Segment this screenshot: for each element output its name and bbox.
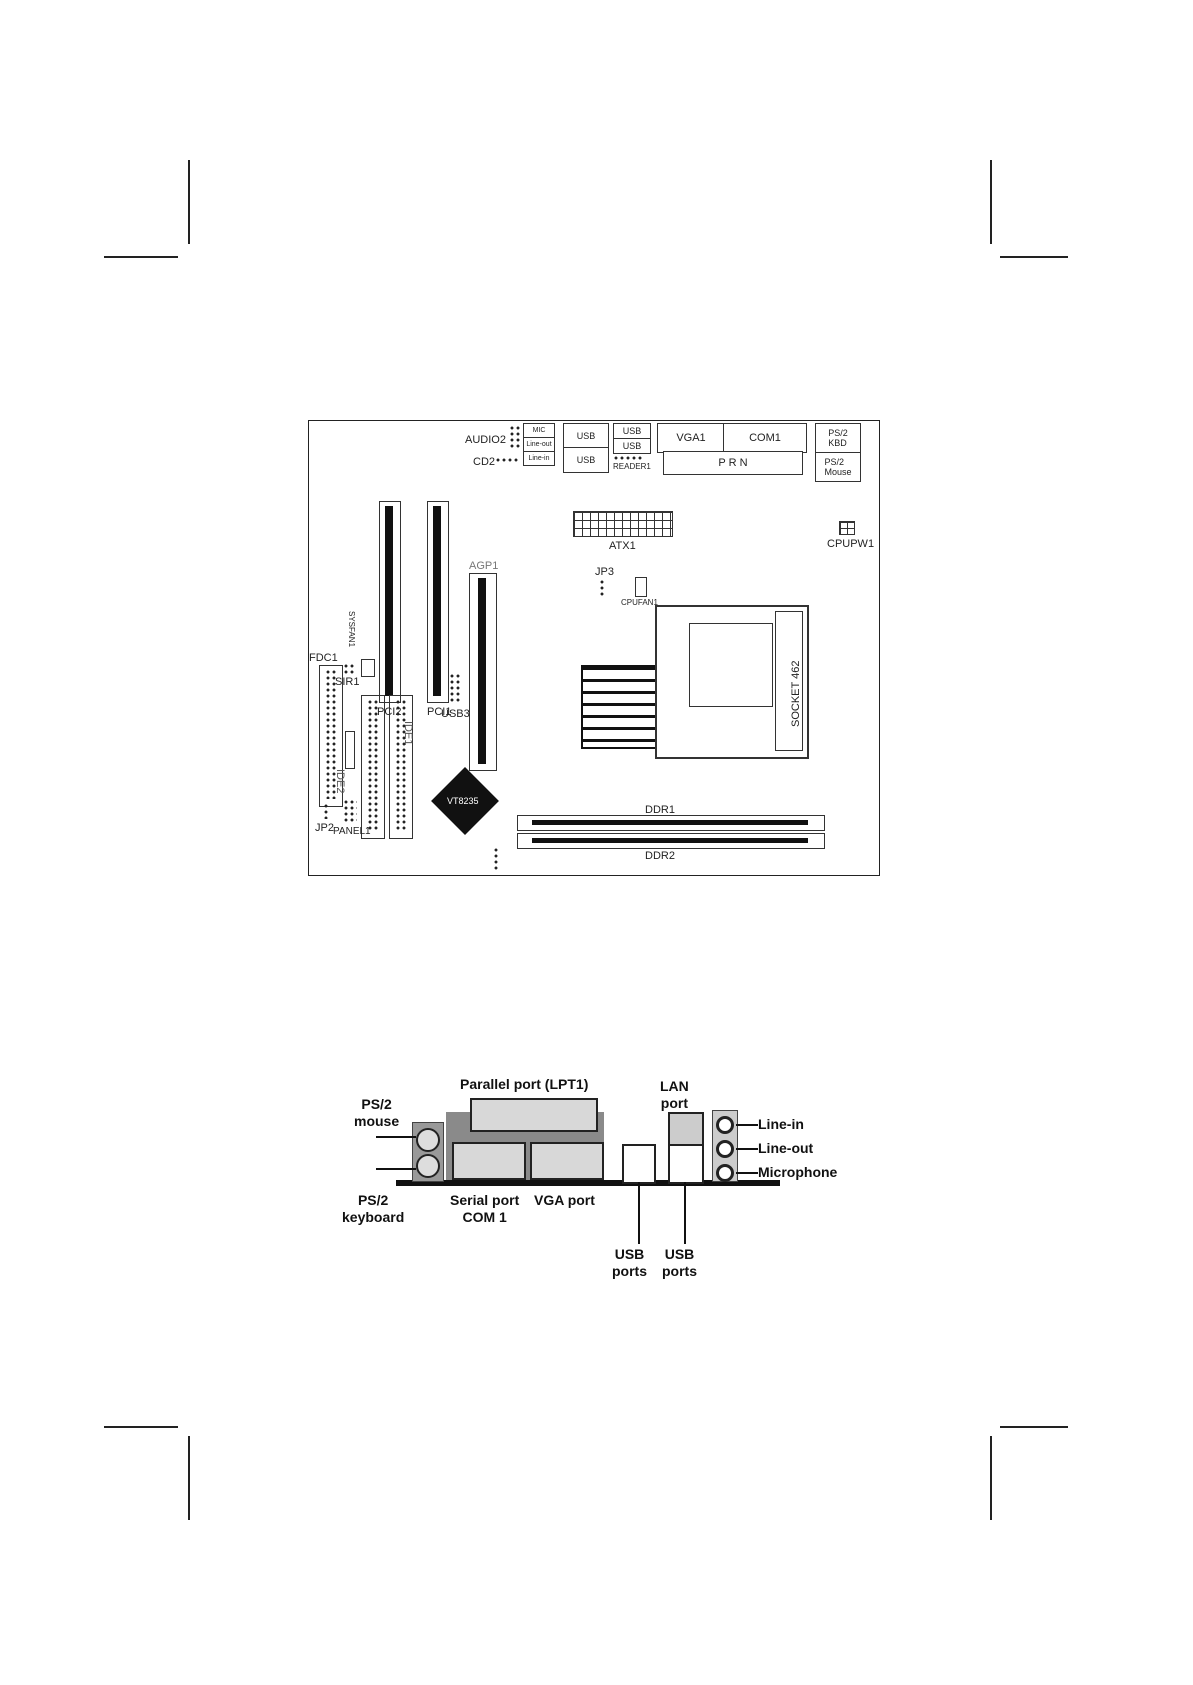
crop-mark-bottom-left-h	[104, 1426, 178, 1428]
pci2-slot	[379, 501, 401, 703]
crop-mark-top-left-h	[104, 256, 178, 258]
vga-port-connector	[530, 1142, 604, 1180]
usb-ports-right-label: USB ports	[662, 1246, 697, 1279]
sir1-label: SIR1	[335, 676, 360, 688]
line-out-jack-icon	[716, 1140, 734, 1158]
parallel-port-connector	[470, 1098, 598, 1132]
usb-ports-left-label: USB ports	[612, 1246, 647, 1279]
bottom-jumper	[493, 847, 499, 871]
panel1-label: PANEL1	[333, 826, 371, 837]
atx1-label: ATX1	[609, 540, 636, 552]
sir1-header	[343, 663, 355, 675]
serial-port-connector	[452, 1142, 526, 1180]
crop-mark-top-left-v	[188, 160, 190, 244]
crop-mark-bottom-left-v	[188, 1436, 190, 1520]
audio2-header	[509, 425, 521, 449]
line-out-leader	[736, 1148, 758, 1150]
ps2-keyboard-leader	[376, 1168, 416, 1170]
panel1-header	[343, 799, 357, 823]
vt8235-label: VT8235	[447, 796, 479, 806]
ddr1-slot	[517, 815, 825, 831]
microphone-label: Microphone	[758, 1164, 838, 1180]
usb3-header	[449, 673, 461, 703]
usb-stack-right	[668, 1144, 704, 1184]
lan-port-label: LAN port	[660, 1078, 689, 1111]
rear-base-plate	[396, 1180, 780, 1186]
ddr2-slot	[517, 833, 825, 849]
prn-port: P R N	[663, 451, 803, 475]
line-out-label: Line-out	[758, 1140, 814, 1156]
crop-mark-top-right-v	[990, 160, 992, 244]
com1-port: COM1	[723, 423, 807, 453]
cpufan1-header	[635, 577, 647, 597]
pci1-slot	[427, 501, 449, 703]
cd2-header	[495, 457, 519, 463]
jp3-jumper	[599, 579, 605, 597]
ps2-keyboard-port-icon	[416, 1154, 440, 1178]
crop-mark-top-right-h	[1000, 256, 1068, 258]
ide1-connector	[389, 695, 413, 839]
line-in-jack-icon	[716, 1116, 734, 1134]
fdc1-connector	[319, 665, 343, 807]
jp2-label: JP2	[315, 822, 334, 834]
cpufan1-label: CPUFAN1	[621, 598, 658, 607]
audio2-label: AUDIO2	[465, 434, 506, 446]
usb3-label: USB3	[441, 708, 470, 720]
usb-left-leader	[638, 1182, 640, 1244]
microphone-leader	[736, 1172, 758, 1174]
jp3-label: JP3	[595, 566, 614, 578]
cd2-label: CD2	[473, 456, 496, 468]
pci1-label: PCI1	[427, 706, 452, 718]
lan-port-connector	[668, 1112, 704, 1146]
microphone-jack-icon	[716, 1164, 734, 1182]
usb-stack-left	[622, 1144, 656, 1184]
ide2-pins	[367, 699, 379, 831]
ddr2-label: DDR2	[645, 850, 675, 862]
usb-port-b: USB	[563, 447, 609, 473]
fdc1-key	[345, 731, 355, 769]
ide2-connector	[361, 695, 385, 839]
ps2-mouse-label: PS/2 mouse	[354, 1096, 400, 1129]
ps2-mouse-port-icon	[416, 1128, 440, 1152]
vga1-port: VGA1	[657, 423, 725, 453]
ddr1-label: DDR1	[645, 804, 675, 816]
usb-port-d: USB	[613, 438, 651, 454]
fdc1-pins	[325, 669, 337, 799]
parallel-port-label: Parallel port (LPT1)	[460, 1076, 589, 1092]
usb-right-leader	[684, 1182, 686, 1244]
crop-mark-bottom-right-v	[990, 1436, 992, 1520]
ps2-keyboard-label: PS/2 keyboard	[342, 1192, 405, 1225]
motherboard-layout: AUDIO2 MIC Line-out Line-in USB USB USB …	[308, 420, 880, 876]
atx1-connector	[573, 511, 673, 537]
jp2-jumper	[323, 803, 329, 819]
reader1-label: READER1	[613, 462, 651, 471]
ps2-mouse-leader	[376, 1136, 416, 1138]
fdc1-label: FDC1	[309, 652, 338, 664]
serial-port-label: Serial port COM 1	[450, 1192, 520, 1225]
sysfan1-header	[361, 659, 375, 677]
socket-inner	[689, 623, 773, 707]
cpupw1-connector	[839, 521, 855, 535]
vga-port-label: VGA port	[534, 1192, 595, 1208]
crop-mark-bottom-right-h	[1000, 1426, 1068, 1428]
cpupw1-label: CPUPW1	[827, 538, 875, 550]
socket462	[655, 605, 809, 759]
ide1-pins	[395, 699, 407, 831]
agp1-label: AGP1	[469, 560, 499, 572]
reader1-header	[613, 455, 643, 461]
line-in-label: Line-in	[758, 1116, 804, 1132]
ps2-kbd-port: PS/2 KBD	[815, 423, 861, 453]
ps2-mouse-port: PS/2 Mouse	[815, 452, 861, 482]
line-in-jack: Line-in	[523, 451, 555, 466]
socket-lever	[775, 611, 803, 751]
agp1-slot	[469, 573, 497, 771]
line-in-leader	[736, 1124, 758, 1126]
